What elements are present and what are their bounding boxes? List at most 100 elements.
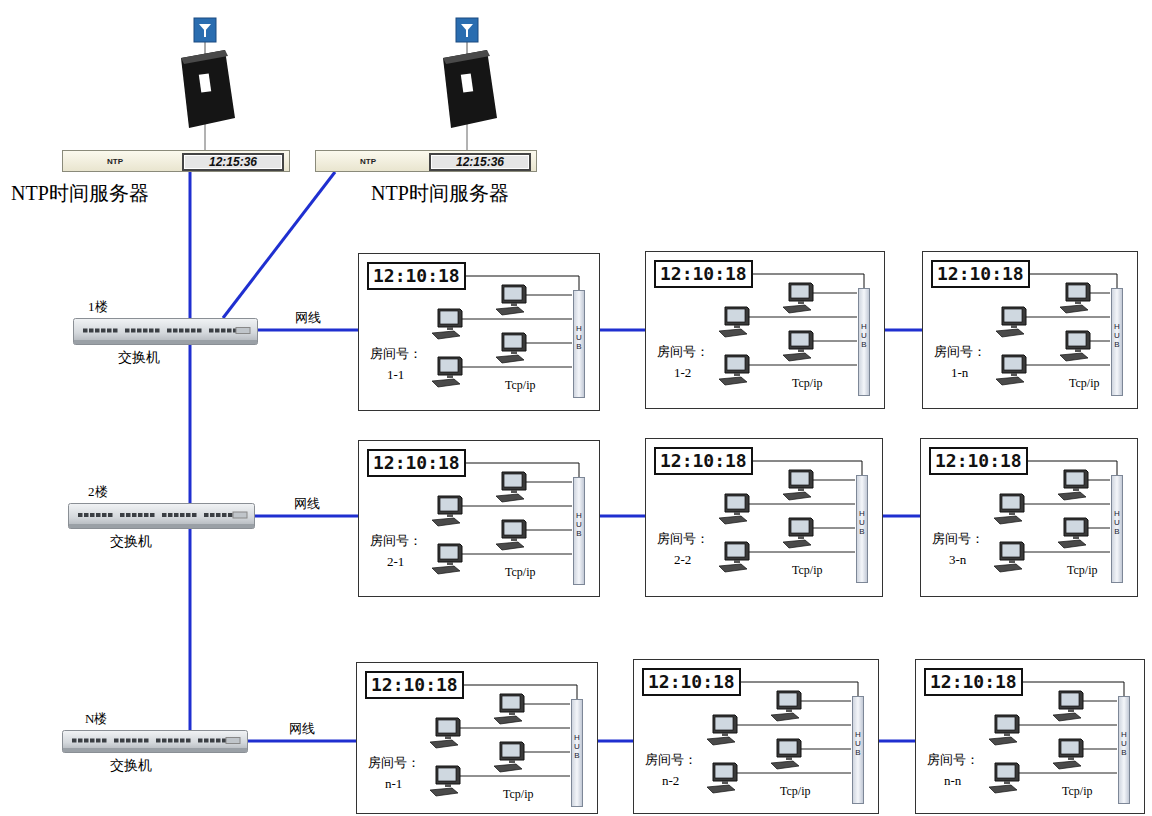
computer-icon: [996, 355, 1026, 385]
keyboard: [996, 377, 1024, 385]
antenna-mast: [466, 28, 468, 37]
time-display: 12:15:36: [429, 153, 531, 171]
switch-port: [228, 513, 233, 517]
switch-port: [215, 329, 220, 333]
switch-body: [63, 731, 248, 753]
switch-base: [74, 340, 257, 344]
monitor: [500, 694, 524, 712]
receiver-top: [443, 50, 490, 64]
switch-port: [150, 513, 155, 517]
keyboard: [994, 564, 1022, 572]
monitor-stand: [734, 512, 740, 515]
protocol-label: Tcp/ip: [1069, 376, 1100, 391]
computer-icon: [996, 307, 1026, 337]
keyboard: [496, 494, 524, 502]
screen: [1002, 544, 1020, 557]
monitor-stand: [447, 562, 453, 565]
screen: [440, 359, 458, 372]
computer-icon: [1058, 518, 1088, 548]
network-switch: N楼交换机: [62, 730, 248, 753]
screen: [727, 544, 745, 557]
switch-port: [221, 329, 226, 333]
clock-time: 12:10:18: [373, 452, 460, 474]
computer-icon: [989, 763, 1019, 793]
switch-port: [78, 739, 83, 743]
antenna-cable: [205, 42, 206, 54]
computer-icon: [719, 355, 749, 385]
network-cable: [813, 341, 857, 342]
screen: [727, 496, 745, 509]
protocol-label: Tcp/ip: [792, 376, 823, 391]
screen: [1066, 520, 1084, 533]
computer-icon: [771, 691, 801, 721]
switch-port: [114, 739, 119, 743]
hub-device: HUB: [573, 290, 585, 398]
monitor: [725, 355, 749, 373]
keyboard: [719, 377, 747, 385]
switch-port: [84, 739, 89, 743]
keyboard: [719, 564, 747, 572]
monitor-stand: [1073, 488, 1079, 491]
receiver-box: [443, 50, 497, 128]
monitor: [777, 691, 801, 709]
gps-receiver: [443, 18, 497, 150]
computer-icon: [719, 542, 749, 572]
monitor-stand: [1011, 325, 1017, 328]
switch-graphic: [68, 503, 255, 529]
switch-port: [204, 513, 209, 517]
switch-port: [132, 513, 137, 517]
keyboard: [432, 566, 460, 574]
computer-icon: [1053, 739, 1083, 769]
network-line: [258, 329, 358, 332]
network-switch: 2楼交换机: [68, 503, 255, 529]
antenna-icon: [456, 18, 478, 42]
computer-icon: [783, 331, 813, 361]
signal-line: [464, 685, 577, 699]
switch-port: [210, 739, 215, 743]
hub-label: HUB: [575, 512, 583, 538]
switch-label: 交换机: [118, 349, 160, 367]
screen: [1066, 472, 1084, 485]
network-cable: [1024, 504, 1110, 505]
switch-port: [125, 329, 130, 333]
network-line: [255, 515, 358, 518]
room-network: 房间号： 2-1Tcp/ip12:10:18HUB: [358, 440, 600, 597]
signal-line: [466, 463, 579, 477]
network-cable: [1083, 701, 1117, 702]
monitor-stand: [447, 375, 453, 378]
keyboard: [719, 329, 747, 337]
room-computers: [432, 472, 572, 574]
switch-port: [90, 739, 95, 743]
receiver-box: [181, 50, 235, 128]
signal-line: [753, 274, 864, 288]
room-computers: [994, 470, 1110, 572]
monitor-stand: [1011, 373, 1017, 376]
switch-port: [107, 329, 112, 333]
switch-port: [102, 513, 107, 517]
network-line: [883, 515, 920, 518]
monitor: [502, 285, 526, 303]
monitor: [438, 544, 462, 562]
computer-icon: [496, 333, 526, 363]
switch-port: [89, 329, 94, 333]
network-cable: [526, 482, 572, 483]
monitor: [438, 309, 462, 327]
monitor-stand: [1004, 733, 1010, 736]
room-computers: [432, 285, 572, 387]
switch-port: [162, 739, 167, 743]
network-line: [879, 740, 915, 743]
receiver-cable: [467, 124, 468, 150]
computer-icon: [432, 357, 462, 387]
monitor-stand: [722, 781, 728, 784]
network-cable: [737, 773, 851, 774]
keyboard: [783, 492, 811, 500]
room-number: 房间号： 1-2: [654, 342, 711, 384]
switch-graphic: [73, 318, 258, 345]
receiver-label: [461, 73, 473, 92]
protocol-label: Tcp/ip: [780, 784, 811, 799]
device-label: NTP: [360, 157, 376, 166]
protocol-label: Tcp/ip: [792, 563, 823, 578]
screen: [1068, 285, 1086, 298]
network-cable: [524, 752, 570, 753]
switch-port: [155, 329, 160, 333]
